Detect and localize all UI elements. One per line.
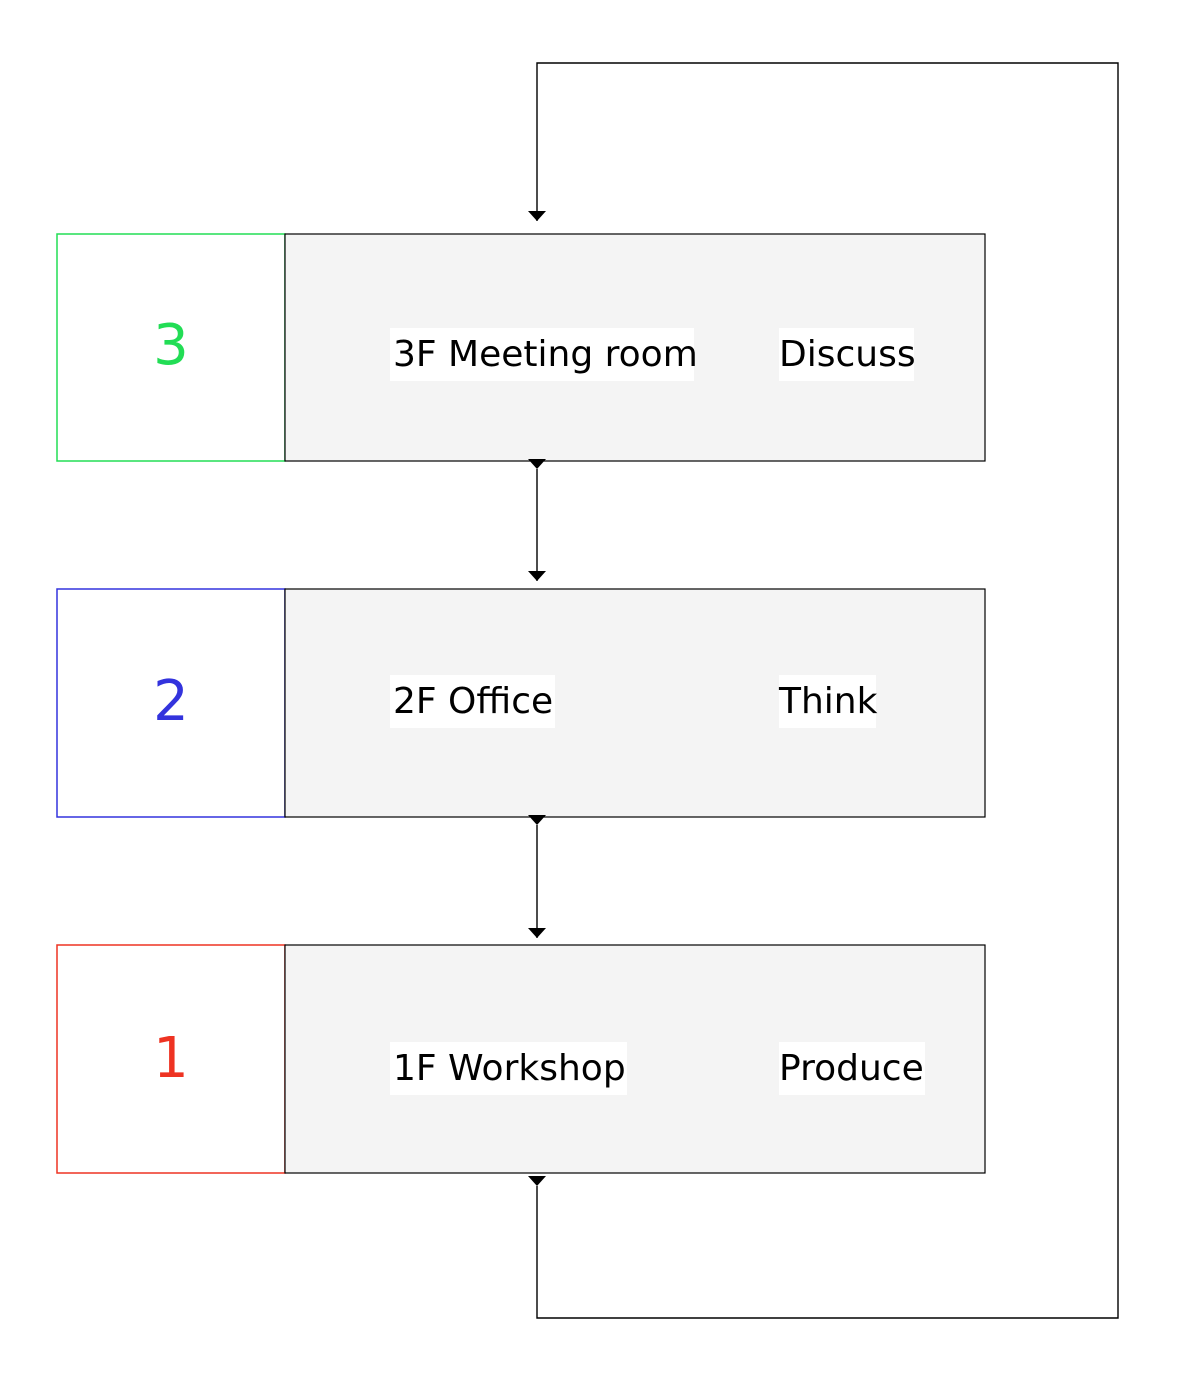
floor-2-location-bg (390, 675, 555, 728)
floor-1-location: 1F Workshop (393, 1048, 626, 1089)
floor-3-activity: Discuss (779, 334, 916, 375)
floor-2-activity-bg (779, 675, 876, 728)
floor-1-activity: Produce (779, 1048, 924, 1089)
floor-1-location-bg (390, 1042, 627, 1095)
floor-row-3: 3 3F Meeting room Discuss (56, 233, 986, 462)
floor-3-number: 3 (153, 313, 189, 378)
floor-3-location: 3F Meeting room (393, 334, 698, 375)
floor-2-number: 2 (153, 669, 189, 734)
floor-3-number-box (56, 233, 286, 462)
floor-2-activity: Think (778, 681, 878, 722)
floor-1-activity-bg (779, 1042, 925, 1095)
floor-3-activity-bg (779, 328, 914, 381)
loop-connector-floor-1-to-3 (528, 62, 1119, 1319)
floor-1-number-box (56, 944, 286, 1174)
floor-2-number-box (56, 588, 286, 818)
floor-2-location: 2F Office (393, 681, 553, 722)
floor-row-2: 2 2F Office Think (56, 588, 986, 818)
floor-row-1: 1 1F Workshop Produce (56, 944, 986, 1174)
floor-1-number: 1 (153, 1026, 189, 1091)
